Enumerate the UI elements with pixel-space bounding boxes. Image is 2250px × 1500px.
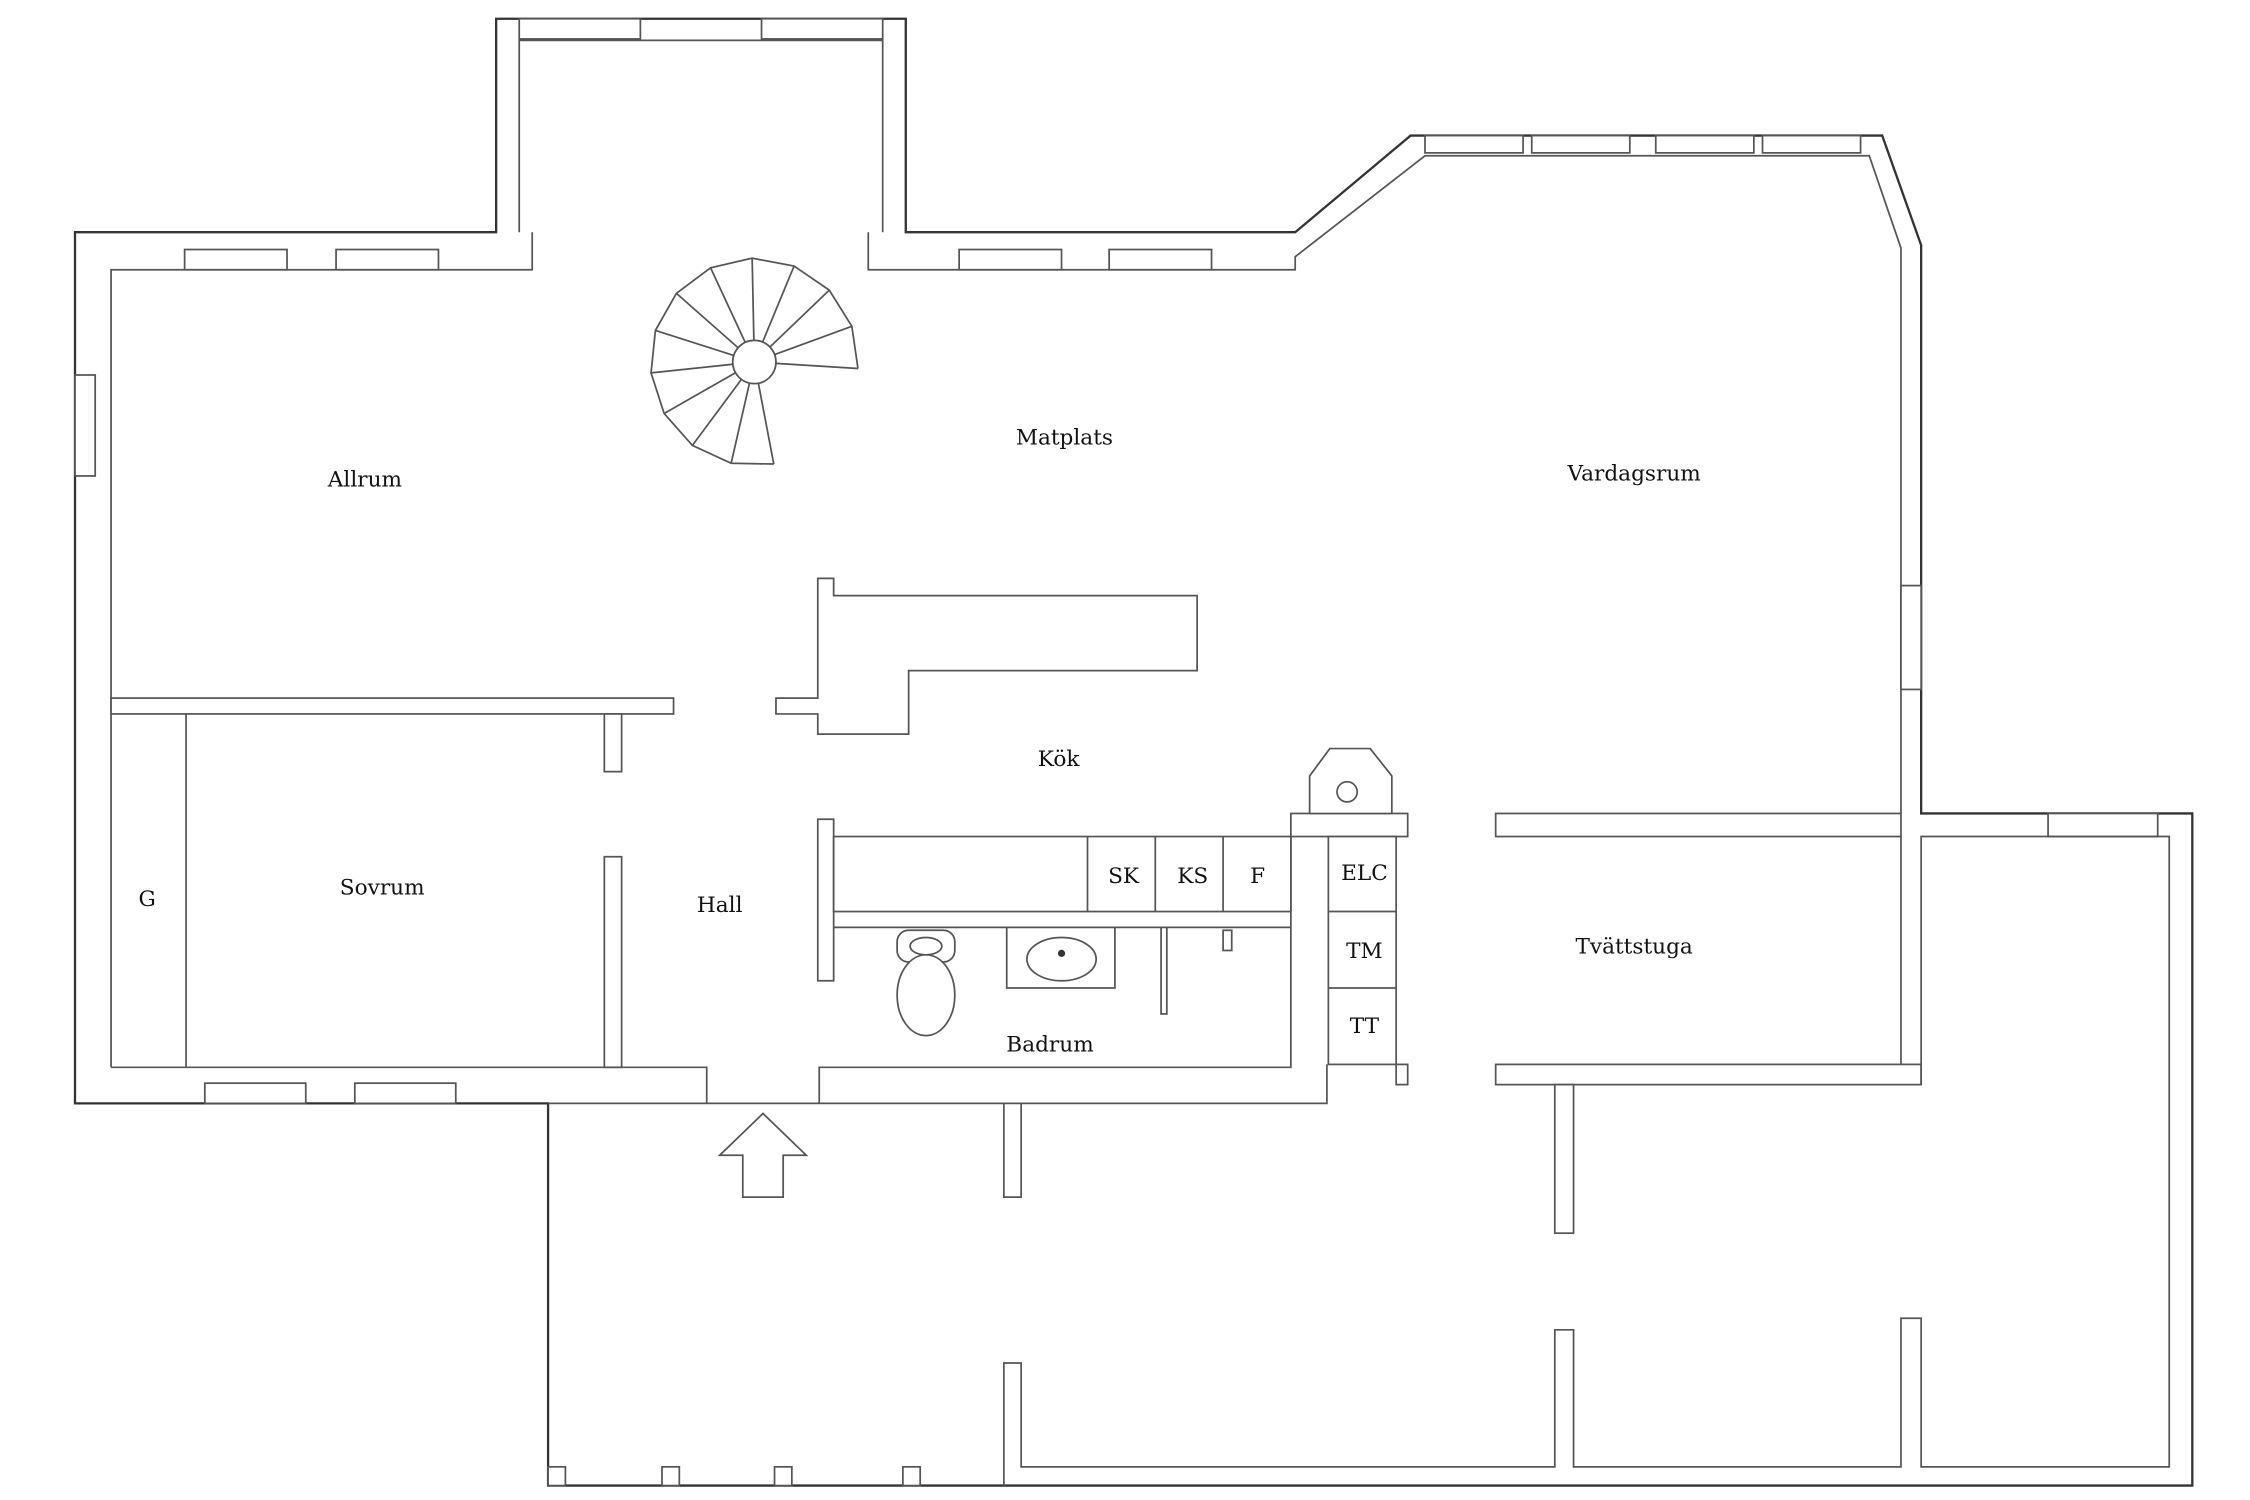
stair-step bbox=[751, 258, 755, 341]
spiral-stair-icon bbox=[650, 257, 859, 465]
stair-step bbox=[691, 378, 743, 446]
room-label-hall: Hall bbox=[697, 893, 743, 918]
room-label-tvattstuga: Tvättstuga bbox=[1575, 935, 1692, 960]
toilet-icon bbox=[896, 929, 956, 1037]
stair-step bbox=[650, 363, 733, 374]
room-label-sovrum: Sovrum bbox=[340, 875, 425, 900]
stair-step bbox=[730, 382, 751, 464]
room-label-badrum: Badrum bbox=[1006, 1033, 1093, 1058]
entrance-arrow-icon bbox=[717, 1112, 809, 1198]
room-label-kok: Kök bbox=[1038, 747, 1081, 772]
fixture-label-elc: ELC bbox=[1341, 861, 1388, 886]
fixture-label-tt: TT bbox=[1350, 1014, 1380, 1039]
stair-step bbox=[663, 371, 736, 415]
fixture-label-f: F bbox=[1250, 864, 1265, 889]
fixture-label-ks: KS bbox=[1177, 864, 1208, 889]
room-label-garderob: G bbox=[138, 887, 155, 912]
room-label-allrum: Allrum bbox=[327, 467, 402, 492]
stair-step bbox=[769, 289, 830, 348]
fixture-label-sk: SK bbox=[1108, 864, 1140, 889]
stair-step bbox=[655, 329, 734, 357]
stair-core bbox=[731, 339, 777, 385]
stair-step bbox=[775, 362, 859, 370]
stair-step bbox=[709, 267, 747, 343]
fixture-label-tm: TM bbox=[1346, 939, 1383, 964]
room-label-vardagsrum: Vardagsrum bbox=[1566, 462, 1700, 487]
stair-step bbox=[757, 383, 775, 465]
sink-icon bbox=[1005, 926, 1233, 989]
chimney-icon bbox=[1308, 747, 1393, 815]
room-label-matplats: Matplats bbox=[1016, 425, 1113, 450]
inner-walls bbox=[74, 17, 2171, 1487]
stair-step bbox=[774, 325, 853, 356]
outer-wall bbox=[73, 17, 2194, 1487]
stair-step bbox=[761, 265, 795, 343]
stair-step bbox=[675, 292, 739, 349]
